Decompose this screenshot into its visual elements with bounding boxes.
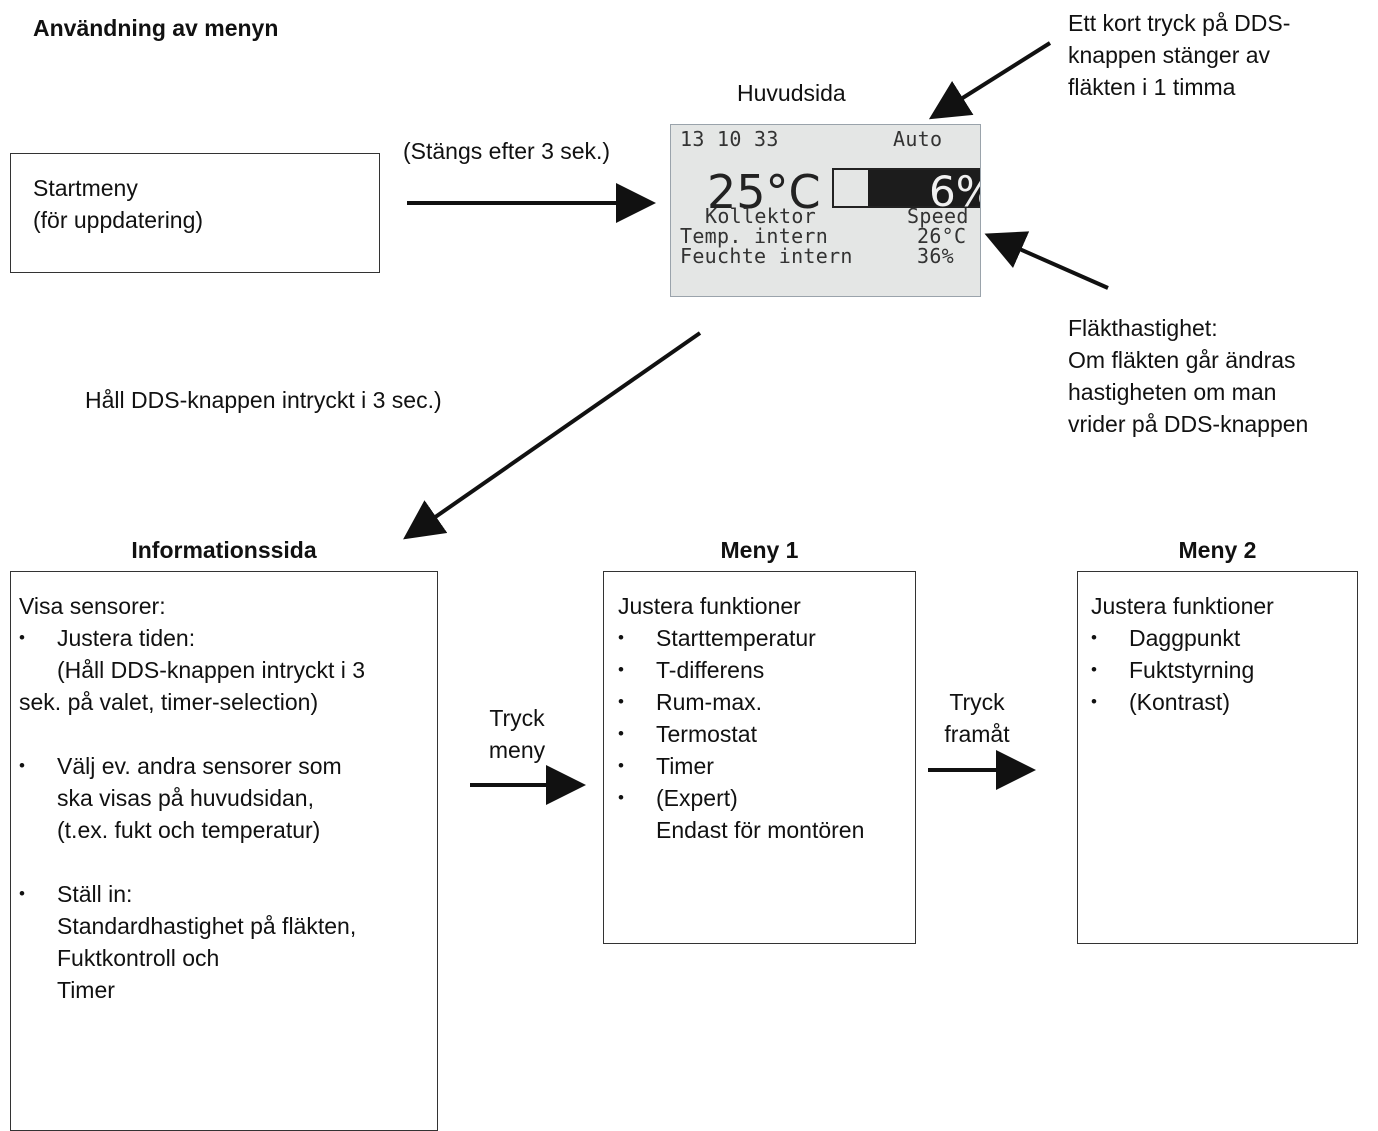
fan-speed-note-line: Fläkthastighet: [1068,315,1218,341]
fan-speed-note-line: hastigheten om man [1068,379,1277,405]
lcd-time: 13 10 33 [680,127,779,151]
startmenu-title: Startmeny [33,175,138,201]
info-page-box: Visa sensorer: Justera tiden: (Håll DDS-… [10,571,438,1131]
arrow-short-press-note [928,41,1052,120]
page-title: Användning av menyn [33,15,279,41]
startmenu-box: Startmeny (för uppdatering) [10,153,380,273]
info-list: Justera tiden: (Håll DDS-knappen intryck… [19,622,433,686]
startmenu-subtitle: (för uppdatering) [33,207,204,233]
info-item-text: (t.ex. fukt och temperatur) [57,817,321,843]
list-item: Termostat [618,718,864,750]
lcd-speed-label: Speed [907,204,969,228]
tryck-meny-label: Tryck meny [462,702,572,766]
menu1-heading: Meny 1 [720,537,799,563]
menu2-content: Justera funktioner Daggpunkt Fuktstyrnin… [1091,590,1274,718]
lcd-kollektor: Kollektor [705,204,817,228]
closes-after-label: (Stängs efter 3 sek.) [403,138,611,164]
lcd-temp-intern-value: 26°C [917,224,967,248]
lcd-speed-bar [832,168,980,208]
list-item: Justera tiden: (Håll DDS-knappen intryck… [19,622,433,686]
info-item-text: Standardhastighet på fläkten, [57,913,357,939]
info-page-heading: Informationssida [131,537,317,563]
info-item-text: Ställ in: [57,881,133,907]
lcd-speed-percent: 6% [929,167,980,216]
short-press-note-line: Ett kort tryck på DDS- [1068,10,1291,36]
list-item: Ställ in: Standardhastighet på fläkten, … [19,878,433,1006]
menu1-list: Starttemperatur T-differens Rum-max. Ter… [618,622,864,814]
info-item-text: sek. på valet, timer-selection) [19,689,319,715]
menu2-heading: Meny 2 [1178,537,1257,563]
info-item-text: (Håll DDS-knappen intryckt i 3 [57,657,366,683]
list-item: Fuktstyrning [1091,654,1274,686]
info-list: Välj ev. andra sensorer som ska visas på… [19,750,433,846]
tryck-framat-label: Tryck framåt [922,686,1032,750]
info-item-text: ska visas på huvudsidan, [57,785,314,811]
lcd-speed-bar-fill [868,170,980,206]
info-item-text: Timer [57,977,115,1003]
arrow-main-to-info [403,331,702,540]
menu2-intro: Justera funktioner [1091,593,1274,619]
tryck-meny-line: Tryck [489,705,545,731]
lcd-feuchte-label: Feuchte intern [680,244,853,268]
info-item-text: Justera tiden: [57,625,196,651]
list-item: Timer [618,750,864,782]
diagram-arrows [403,41,1109,805]
arrow-fan-speed-note [984,231,1109,290]
fan-speed-note-line: vrider på DDS-knappen [1068,411,1309,437]
lcd-temperature: 25°C [707,165,821,219]
short-press-note: Ett kort tryck på DDS- knappen stänger a… [1068,7,1290,103]
fan-speed-note: Fläkthastighet: Om fläkten går ändras ha… [1068,312,1308,440]
list-item: Starttemperatur [618,622,864,654]
startmenu-text: Startmeny (för uppdatering) [33,172,203,236]
list-item: Rum-max. [618,686,864,718]
info-page-content: Visa sensorer: Justera tiden: (Håll DDS-… [19,590,433,1006]
menu2-box: Justera funktioner Daggpunkt Fuktstyrnin… [1077,571,1358,944]
lcd-main-screen: 13 10 33 Auto 25°C 6% Kollektor Speed Te… [670,124,981,297]
tryck-meny-line: meny [488,737,546,763]
main-page-label: Huvudsida [737,80,846,106]
info-list: Ställ in: Standardhastighet på fläkten, … [19,878,433,1006]
info-intro: Visa sensorer: [19,593,166,619]
short-press-note-line: knappen stänger av [1068,42,1271,68]
menu1-content: Justera funktioner Starttemperatur T-dif… [618,590,864,846]
lcd-feuchte-value: 36% [917,244,955,268]
tryck-framat-line: framåt [944,721,1010,747]
list-item: (Expert) [618,782,864,814]
menu1-intro: Justera funktioner [618,593,801,619]
menu2-list: Daggpunkt Fuktstyrning (Kontrast) [1091,622,1274,718]
lcd-temp-intern-label: Temp. intern [680,224,829,248]
menu1-box: Justera funktioner Starttemperatur T-dif… [603,571,916,944]
info-item-text: Välj ev. andra sensorer som [57,753,342,779]
list-item: Daggpunkt [1091,622,1274,654]
hold-button-label: Håll DDS-knappen intryckt i 3 sec.) [85,387,442,413]
lcd-mode: Auto [893,127,943,151]
short-press-note-line: fläkten i 1 timma [1068,74,1236,100]
menu1-expert-note: Endast för montören [656,817,865,843]
info-item-text: Fuktkontroll och [57,945,220,971]
tryck-framat-line: Tryck [949,689,1005,715]
list-item: (Kontrast) [1091,686,1274,718]
list-item: Välj ev. andra sensorer som ska visas på… [19,750,433,846]
list-item: T-differens [618,654,864,686]
fan-speed-note-line: Om fläkten går ändras [1068,347,1296,373]
